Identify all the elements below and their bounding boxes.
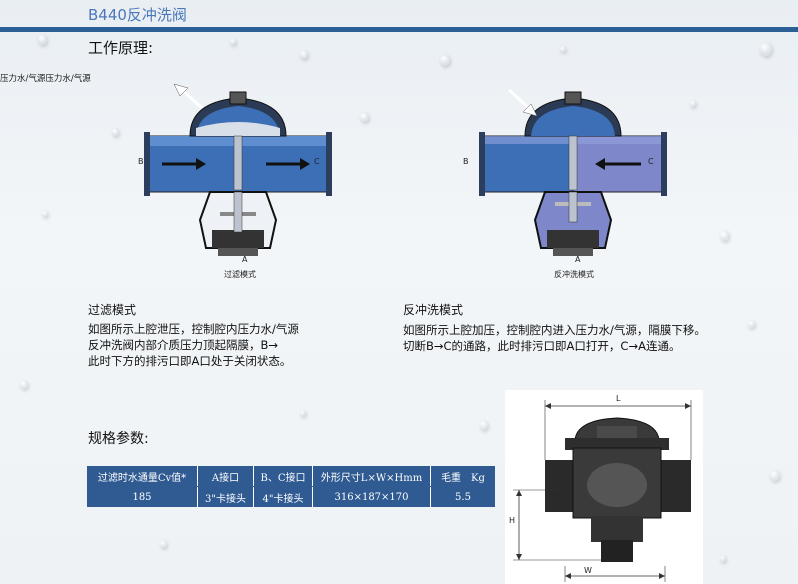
header-cell: 外形尺寸L×W×Hmm — [312, 466, 431, 487]
value-cell: 4"卡接头 — [253, 486, 313, 507]
filter-mode-heading: 过滤模式 — [88, 303, 137, 317]
value-cell: 316×187×170 — [312, 486, 431, 507]
filter-mode-description: 如图所示上腔泄压，控制腔内压力水/气源 反冲洗阀内部介质压力顶起隔膜，B→ 此时… — [88, 321, 299, 369]
header-cell: B、C接口 — [253, 466, 313, 487]
title-underline-bar — [0, 27, 798, 32]
backwash-mode-heading: 反冲洗模式 — [403, 303, 464, 317]
filter-mode-diagram — [144, 83, 332, 256]
value-cell: 3"卡接头 — [197, 486, 254, 507]
header-cell: A接口 — [197, 466, 254, 487]
right-port-a-label: A — [575, 255, 581, 264]
specs-value-row: 185 3"卡接头 4"卡接头 316×187×170 5.5 — [87, 486, 495, 507]
left-port-b-label: B — [138, 157, 144, 166]
value-cell: 185 — [132, 491, 152, 503]
value-cell: 5.5 — [430, 486, 495, 507]
dimension-w-label: W — [584, 566, 592, 575]
dimension-drawing — [505, 390, 703, 584]
dimension-l-label: L — [616, 394, 621, 403]
specs-table: 过滤时水通量Cv值* A接口 B、C接口 外形尺寸L×W×Hmm 毛重 Kg 1… — [87, 466, 495, 507]
backwash-mode-line: 如图所示上腔加压，控制腔内进入压力水/气源，隔膜下移。 — [403, 323, 706, 337]
backwash-mode-caption: 反冲洗模式 — [554, 270, 594, 279]
principle-heading: 工作原理: — [88, 39, 154, 57]
header-cell: 过滤时水通量Cv值* — [87, 466, 198, 487]
backwash-mode-description: 如图所示上腔加压，控制腔内进入压力水/气源，隔膜下移。 切断B→C的通路，此时排… — [403, 322, 706, 354]
filter-mode-line: 此时下方的排污口即A口处于关闭状态。 — [88, 354, 292, 368]
specs-header-row: 过滤时水通量Cv值* A接口 B、C接口 外形尺寸L×W×Hmm 毛重 Kg — [87, 466, 495, 487]
backwash-mode-diagram — [479, 88, 667, 256]
specs-heading: 规格参数: — [88, 431, 149, 447]
dimension-h-label: H — [509, 516, 516, 525]
right-port-c-label: C — [648, 157, 654, 166]
page-title: B440反冲洗阀 — [88, 6, 187, 24]
backwash-mode-line: 切断B→C的通路，此时排污口即A口打开，C→A连通。 — [403, 339, 681, 353]
filter-mode-caption: 过滤模式 — [224, 270, 256, 279]
left-port-c-label: C — [314, 157, 320, 166]
filter-mode-line: 如图所示上腔泄压，控制腔内压力水/气源 — [88, 322, 299, 336]
right-port-b-label: B — [463, 157, 469, 166]
left-port-a-label: A — [242, 255, 248, 264]
pressure-source-label: 压力水/气源压力水/气源 — [0, 74, 91, 84]
header-cell: 毛重 Kg — [430, 466, 495, 487]
filter-mode-line: 反冲洗阀内部介质压力顶起隔膜，B→ — [88, 338, 279, 352]
